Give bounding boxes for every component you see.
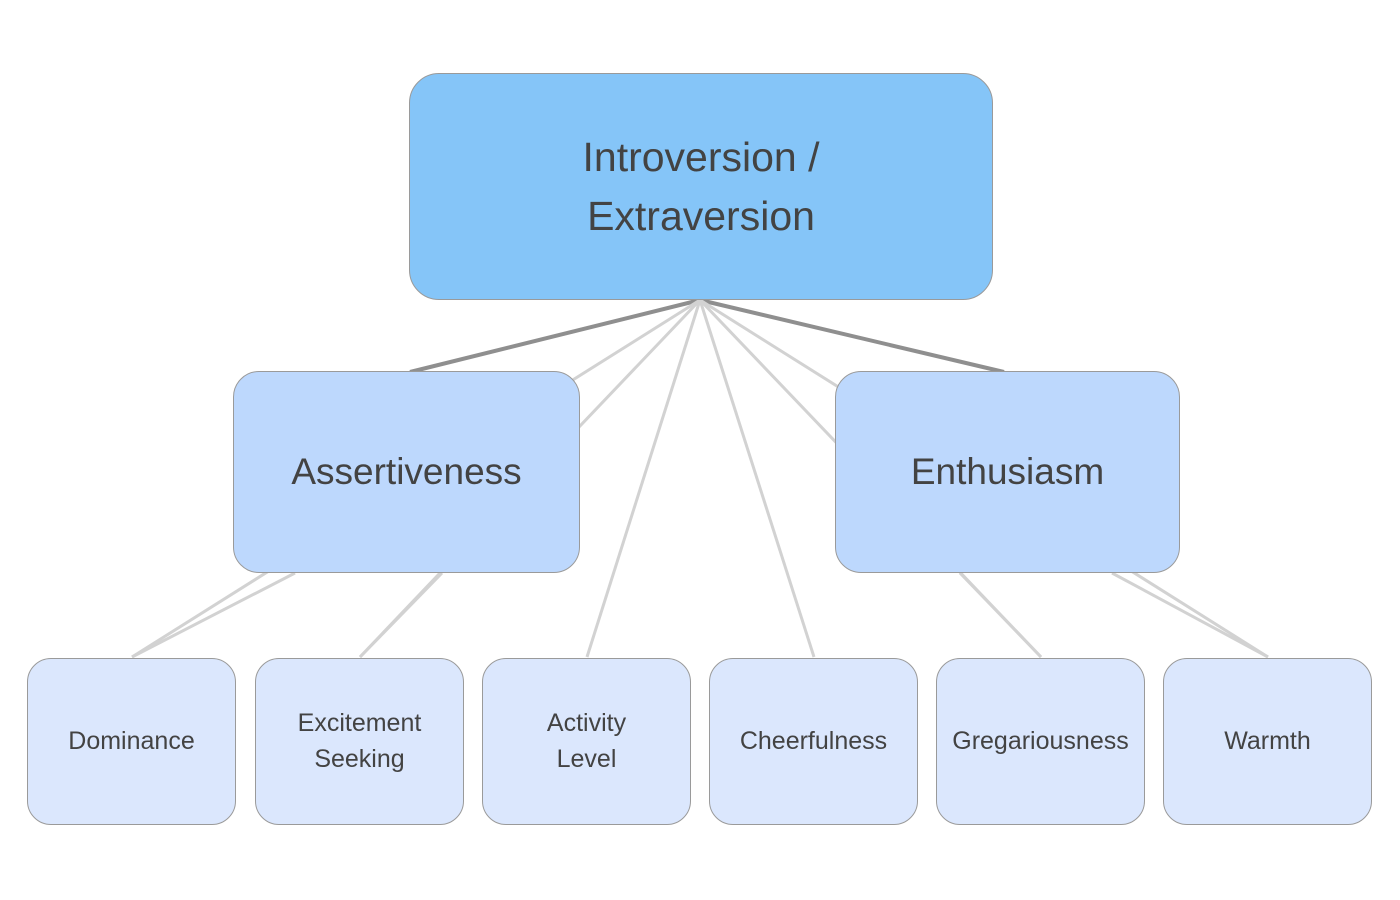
edge-enthusiasm-to-gregariousness [958,571,1043,659]
edge-root-to-assertiveness [409,298,701,374]
node-cheerfulness[interactable]: Cheerfulness [709,658,918,825]
node-assertiveness[interactable]: Assertiveness [233,371,580,573]
node-gregariousness[interactable]: Gregariousness [936,658,1145,825]
edge-enthusiasm-to-warmth [1111,571,1269,659]
node-dominance[interactable]: Dominance [27,658,236,825]
edge-root-to-activity-level [585,299,702,658]
node-activity-level[interactable]: Activity Level [482,658,691,825]
node-introversion-extraversion[interactable]: Introversion / Extraversion [409,73,993,300]
edge-root-to-cheerfulness [698,299,816,658]
node-warmth[interactable]: Warmth [1163,658,1372,825]
edge-root-to-enthusiasm [699,298,1005,374]
edge-assertiveness-to-excitement-seeking [358,571,444,659]
node-enthusiasm[interactable]: Enthusiasm [835,371,1180,573]
node-excitement-seeking[interactable]: Excitement Seeking [255,658,464,825]
edge-assertiveness-to-dominance [131,571,296,659]
